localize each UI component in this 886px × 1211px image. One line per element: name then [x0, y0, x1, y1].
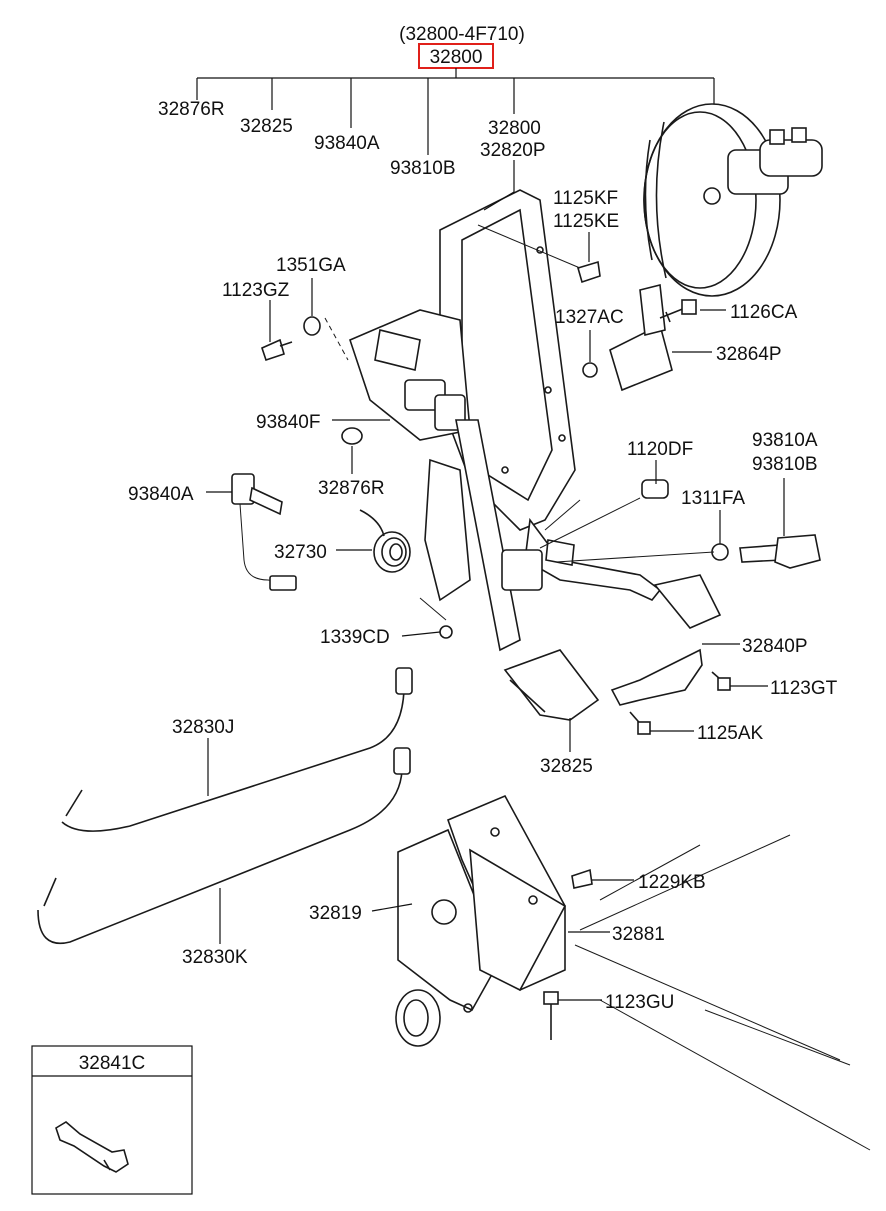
lower-bracket-assembly: [395, 794, 593, 1047]
pedal-bracket-32840P: [610, 648, 703, 706]
label-32819[interactable]: 32819: [309, 903, 362, 924]
cable-32830K: [37, 747, 411, 945]
leader-hints: [324, 224, 871, 1151]
label-32876R-mid[interactable]: 32876R: [318, 478, 385, 499]
label-93840F[interactable]: 93840F: [256, 412, 320, 433]
label-1123GU[interactable]: 1123GU: [605, 992, 674, 1013]
inset-32841C: 32841C: [31, 1045, 193, 1195]
label-1339CD[interactable]: 1339CD: [320, 627, 390, 648]
label-1125AK[interactable]: 1125AK: [697, 723, 764, 744]
label-32864P[interactable]: 32864P: [716, 344, 782, 365]
label-32825-bottom[interactable]: 32825: [540, 756, 593, 777]
assembly-number[interactable]: 32800: [430, 47, 483, 68]
label-32730[interactable]: 32730: [274, 542, 327, 563]
label-32840P[interactable]: 32840P: [742, 636, 808, 657]
label-32820P[interactable]: 32820P: [480, 140, 546, 161]
assembly-reference-number: (32800-4F710): [399, 24, 525, 45]
label-1123GT[interactable]: 1123GT: [770, 678, 838, 699]
label-93810B-mid[interactable]: 93810B: [752, 454, 818, 475]
fasteners: [261, 260, 821, 735]
label-1311FA[interactable]: 1311FA: [681, 488, 745, 509]
brake-pedal: [455, 419, 600, 721]
label-1120DF[interactable]: 1120DF: [627, 439, 693, 460]
label-32876R[interactable]: 32876R: [158, 99, 225, 120]
inset-title[interactable]: 32841C: [79, 1053, 146, 1074]
pedal-bracket: [349, 189, 576, 602]
assembly-tree-lines: [196, 68, 715, 155]
label-1125KF[interactable]: 1125KF: [553, 188, 618, 209]
label-1123GZ[interactable]: 1123GZ: [222, 280, 290, 301]
return-spring: [359, 509, 411, 573]
bracket-32864P: [609, 284, 673, 392]
label-1229KB[interactable]: 1229KB: [638, 872, 706, 893]
label-1351GA[interactable]: 1351GA: [276, 255, 346, 276]
label-1126CA[interactable]: 1126CA: [730, 302, 798, 323]
label-93810A[interactable]: 93810A: [752, 430, 818, 451]
label-32825[interactable]: 32825: [240, 116, 293, 137]
cable-32830J: [61, 667, 413, 832]
assembly-header: (32800-4F710) 32800: [196, 24, 715, 155]
label-93810B[interactable]: 93810B: [390, 158, 456, 179]
switch-93840A: [231, 473, 297, 591]
label-1125KE[interactable]: 1125KE: [553, 211, 619, 232]
label-32881[interactable]: 32881: [612, 924, 665, 945]
label-32830K[interactable]: 32830K: [182, 947, 248, 968]
label-93840A[interactable]: 93840A: [314, 133, 380, 154]
inset-part-32841C: [55, 1121, 129, 1173]
label-32800[interactable]: 32800: [488, 118, 541, 139]
clutch-pedal: [501, 517, 722, 629]
label-1327AC[interactable]: 1327AC: [555, 307, 624, 328]
label-32830J[interactable]: 32830J: [172, 717, 234, 738]
label-leader-lines: [206, 160, 785, 1001]
label-93840A-mid[interactable]: 93840A: [128, 484, 194, 505]
inset-frame: [31, 1045, 193, 1195]
part-labels: 32876R 32825 93840A 93810B 32800 32820P …: [128, 99, 838, 1013]
brake-booster: [643, 103, 823, 297]
